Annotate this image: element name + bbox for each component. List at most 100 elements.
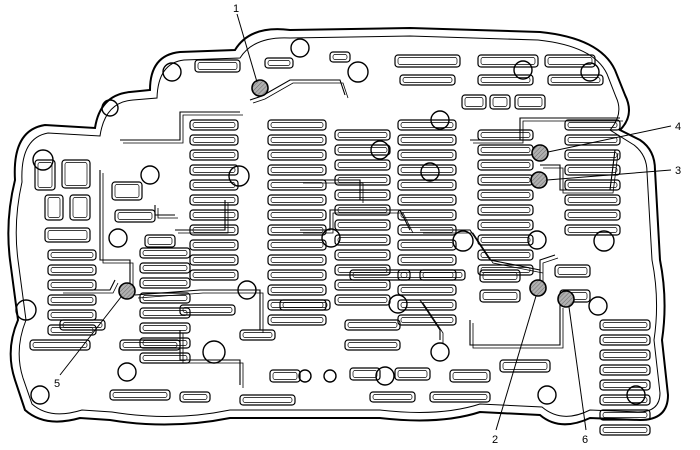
fluid-passage xyxy=(540,149,616,191)
check-ball-4 xyxy=(531,144,549,162)
fluid-passage xyxy=(175,200,226,231)
valve-bore xyxy=(477,204,534,216)
valve-bore xyxy=(477,174,534,186)
fluid-passage-wall xyxy=(422,302,444,343)
valve-bore xyxy=(334,144,391,156)
callout-1: 1 xyxy=(233,3,239,15)
valve-bore xyxy=(267,299,327,311)
fluid-passages xyxy=(60,79,623,388)
valve-bore xyxy=(564,194,621,206)
fluid-passage xyxy=(470,117,620,141)
check-balls xyxy=(118,79,575,308)
valve-bore xyxy=(599,319,651,331)
valve-bore xyxy=(267,134,327,146)
valve-bore xyxy=(564,134,621,146)
valve-bore xyxy=(599,409,651,421)
valve-bore xyxy=(477,159,534,171)
check-ball-3 xyxy=(530,171,548,189)
fluid-passage xyxy=(420,229,541,271)
valve-bore xyxy=(139,322,191,334)
valve-bore xyxy=(334,279,391,291)
callout-5: 5 xyxy=(54,378,60,390)
valve-bore xyxy=(279,299,331,311)
valve-bore xyxy=(599,394,651,406)
valve-bore xyxy=(139,307,191,319)
valve-bore xyxy=(477,54,539,68)
valve-bore xyxy=(267,239,327,251)
fluid-passage-wall xyxy=(423,232,544,274)
callout-labels: 1 2 3 4 5 6 xyxy=(54,3,681,446)
valve-bore xyxy=(399,74,456,86)
fluid-passage-wall xyxy=(303,212,414,234)
fluid-passage-wall xyxy=(157,208,178,219)
valve-bore xyxy=(189,254,239,266)
valve-bore xyxy=(344,339,401,351)
valve-bore xyxy=(349,367,381,381)
valve-bore xyxy=(47,249,97,261)
valve-bore xyxy=(477,144,534,156)
valve-bore xyxy=(44,194,64,221)
check-ball-6 xyxy=(557,290,575,308)
valve-bore xyxy=(47,279,97,291)
valve-bore xyxy=(59,319,106,331)
valve-bore xyxy=(189,164,239,176)
valve-bore xyxy=(189,269,239,281)
valve-bore xyxy=(114,209,156,223)
fluid-passage xyxy=(60,279,116,291)
valve-bore xyxy=(334,249,391,261)
valve-bore xyxy=(29,339,91,351)
valve-bore xyxy=(599,334,651,346)
valve-bore xyxy=(397,119,457,131)
valve-bore xyxy=(239,394,296,406)
valve-bore xyxy=(189,119,239,131)
valve-bore xyxy=(349,269,411,281)
check-ball-1 xyxy=(251,79,269,97)
valve-bore xyxy=(267,314,327,326)
valve-bore xyxy=(397,179,457,191)
fluid-passage-wall xyxy=(123,114,243,144)
fluid-passage-wall xyxy=(63,282,119,294)
valve-bore xyxy=(47,264,97,276)
valve-bore xyxy=(267,269,327,281)
valve-bore xyxy=(61,159,91,189)
leader-lines xyxy=(59,13,672,431)
fluid-passage-wall xyxy=(303,182,364,203)
fluid-passage-wall xyxy=(543,152,619,194)
fluid-passage-wall xyxy=(102,173,134,288)
valve-bore xyxy=(267,119,327,131)
valve-bore xyxy=(344,319,401,331)
fluid-passage xyxy=(120,111,240,141)
valve-bore xyxy=(334,234,391,246)
valve-bore xyxy=(139,277,191,289)
valve-bore xyxy=(477,189,534,201)
fluid-passage xyxy=(300,179,361,200)
valve-bore xyxy=(397,209,457,221)
fluid-passage-wall xyxy=(542,257,559,288)
valve-bore xyxy=(461,94,487,110)
valve-bore xyxy=(369,391,416,403)
valve-bore xyxy=(139,262,191,274)
valve-bore xyxy=(189,134,239,146)
valve-bore xyxy=(179,304,236,316)
fluid-passage-wall xyxy=(137,292,264,333)
fluid-passage-wall xyxy=(472,308,564,349)
valve-bore xyxy=(479,289,521,303)
valve-bore xyxy=(477,129,534,141)
valve-bore xyxy=(397,164,457,176)
valve-bore xyxy=(264,57,294,69)
valve-bore xyxy=(564,119,621,131)
valve-bore xyxy=(477,219,534,231)
valve-bore xyxy=(599,424,651,436)
valve-bore xyxy=(34,159,56,191)
valve-bore xyxy=(334,219,391,231)
fluid-passage-wall xyxy=(252,82,349,104)
valve-bore xyxy=(419,269,466,281)
valve-bore xyxy=(394,54,461,68)
valve-bore xyxy=(109,389,171,401)
valve-bore xyxy=(334,294,391,306)
callout-2: 2 xyxy=(492,434,498,446)
valve-bore xyxy=(189,209,239,221)
valve-bore xyxy=(139,247,191,259)
valve-bore xyxy=(397,194,457,206)
